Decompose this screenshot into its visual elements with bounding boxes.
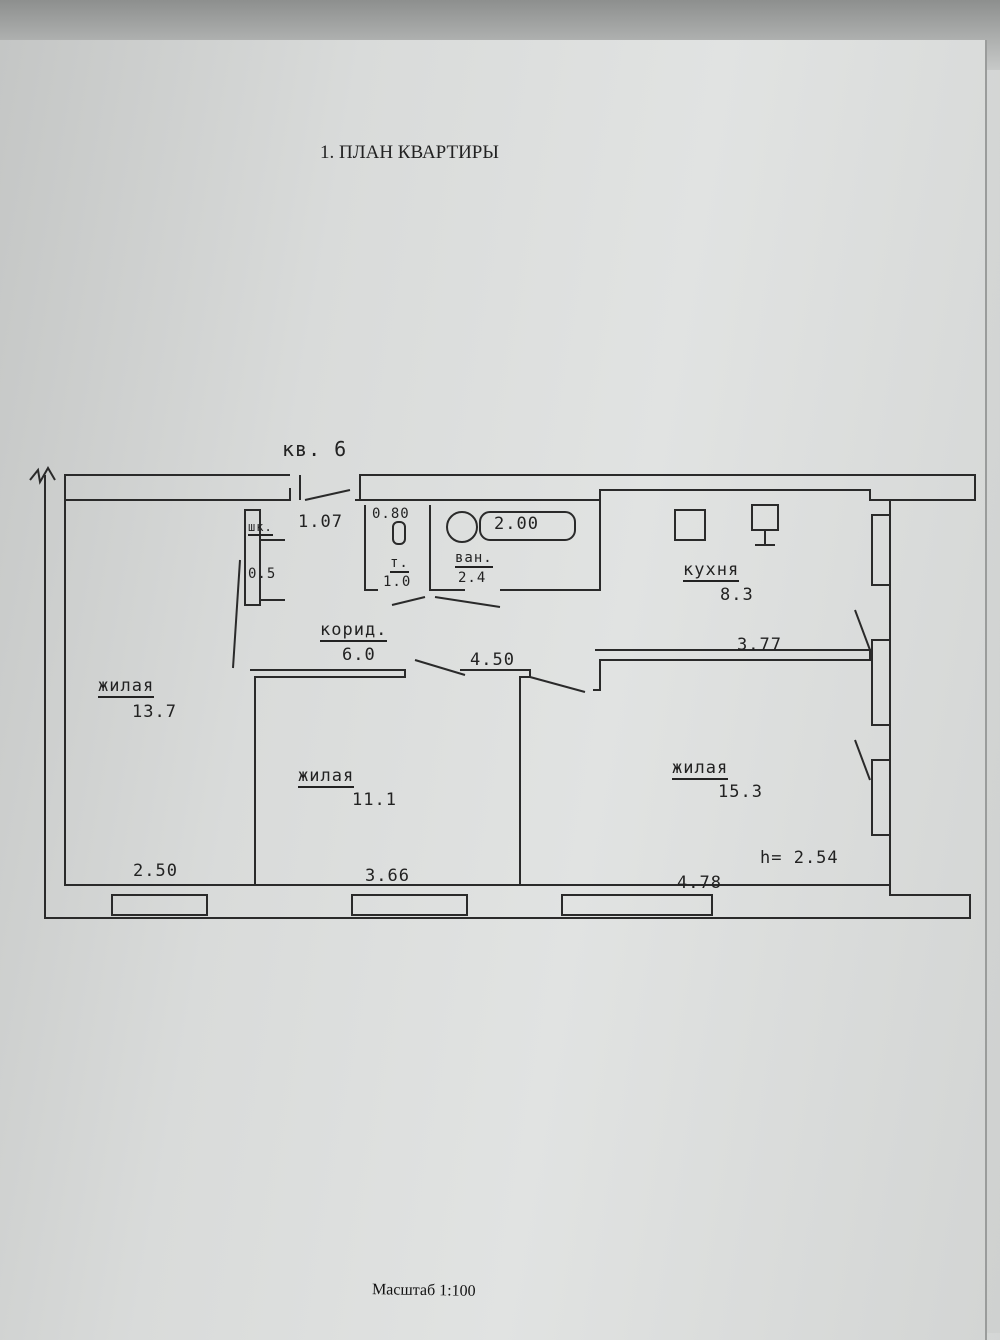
dimension-label: 4.78 [677,873,722,893]
toilet-icon [392,521,406,545]
dimension-label: 2.50 [133,861,178,881]
door-swing [232,489,871,781]
document-page [0,40,987,1340]
stove-icon [674,509,706,541]
fridge-icon [751,504,779,546]
room-name: т. [390,555,409,573]
bathtub-icon [479,511,576,541]
toilet-walls [364,500,601,591]
room-name: шк. [248,520,273,536]
room-name: жилая [298,766,355,788]
dimension-label: 1.07 [298,512,343,532]
scale-label: Масштаб 1:100 [371,1281,476,1300]
dimension-label: 3.77 [737,635,782,655]
room-area: 1.0 [383,574,412,590]
room-name: корид. [320,620,388,642]
window [871,759,891,836]
room-area: 2.4 [458,570,487,586]
closet-walls [244,509,285,606]
window [871,639,891,726]
dimension-label: 4.50 [470,650,515,670]
room-area: 15.3 [718,782,763,802]
dimension-label: 0.80 [372,506,410,522]
room-name: ван. [455,550,493,568]
room-area: 8.3 [720,585,754,605]
ceiling-height: h= 2.54 [760,848,839,868]
room-name: кухня [683,560,740,582]
dimension-label: 2.00 [494,514,539,534]
break-mark-icon [29,466,56,485]
dimension-label: 3.66 [365,866,410,886]
window [561,894,713,916]
room-area: 6.0 [342,645,376,665]
sink-icon [446,511,478,543]
room-area: 11.1 [352,790,397,810]
room-name: жилая [672,758,729,780]
room-area: 0.5 [248,566,277,582]
room-name: жилая [98,676,155,698]
wall-inner-top [64,489,890,886]
window [351,894,468,916]
apartment-number: кв. 6 [282,437,348,461]
window [111,894,208,916]
window [871,514,891,586]
page-title: 1. ПЛАН КВАРТИРЫ [320,142,499,163]
room-area: 13.7 [132,702,177,722]
